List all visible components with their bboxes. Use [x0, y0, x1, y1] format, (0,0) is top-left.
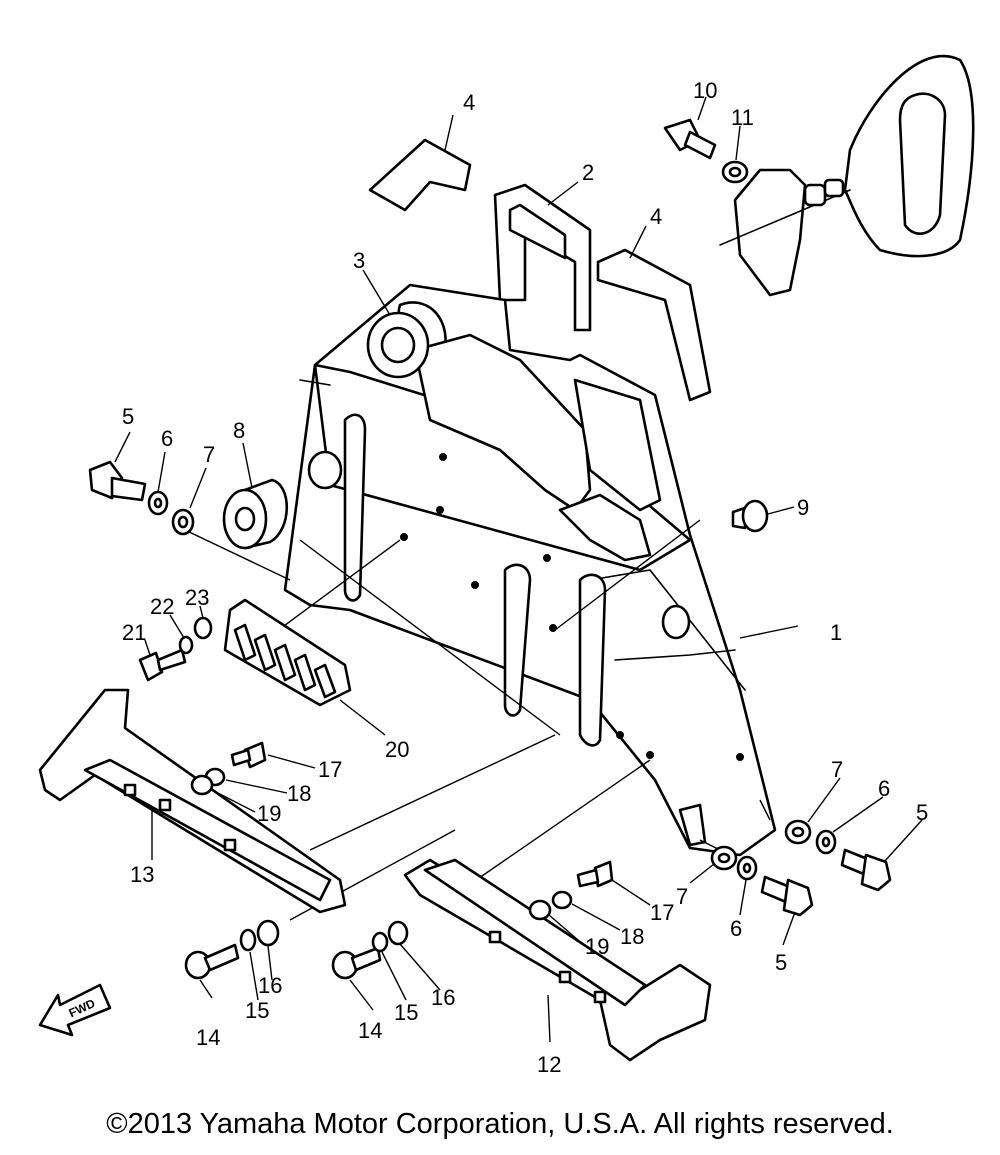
washer-7-left	[171, 508, 195, 536]
callout-13: 13	[130, 862, 154, 887]
washer-7-right-upper	[784, 819, 812, 845]
callout-19-left: 19	[257, 801, 281, 826]
alignment-lines	[184, 519, 771, 921]
bolt-5-right-upper	[840, 848, 892, 892]
washer-19-left	[190, 774, 214, 796]
bolt-10	[663, 118, 717, 160]
washer-19-right	[528, 899, 552, 921]
handle-assembly	[719, 54, 975, 297]
callout-labels: 1 2 3 4 4 5 6 7 8 9 10 11 12 13 14 14 15…	[122, 78, 928, 1077]
pin-9	[731, 499, 769, 533]
callout-8: 8	[233, 418, 245, 443]
callout-15-left: 15	[245, 998, 269, 1023]
handle-4-left	[368, 138, 472, 212]
handle-4-right	[596, 248, 712, 402]
rail-13	[38, 688, 347, 914]
washer-15-right	[371, 931, 389, 953]
washer-11	[721, 160, 749, 184]
callout-6-left: 6	[161, 426, 173, 451]
washer-6-right-upper	[815, 829, 837, 855]
callout-14-left: 14	[196, 1025, 220, 1050]
callout-20: 20	[385, 737, 409, 762]
bolt-5-right-lower	[760, 875, 814, 917]
callout-16-right: 16	[431, 985, 455, 1010]
washer-22	[178, 635, 194, 655]
callout-2: 2	[582, 160, 594, 185]
leader-lines	[114, 96, 923, 1043]
callout-15-right: 15	[394, 1000, 418, 1025]
callout-17-right: 17	[650, 900, 674, 925]
washer-15-left	[239, 928, 257, 952]
callout-18-left: 18	[287, 781, 311, 806]
bolt-14-right	[331, 946, 382, 980]
washer-18-right	[551, 890, 573, 910]
callout-11: 11	[731, 105, 754, 130]
callout-17-left: 17	[318, 757, 342, 782]
callout-18-right: 18	[620, 924, 644, 949]
bushing-3	[366, 311, 430, 379]
callout-16-left: 16	[258, 973, 282, 998]
bracket-2	[493, 183, 592, 332]
fwd-arrow-icon: FWD	[38, 983, 112, 1037]
bolt-17-right	[576, 860, 614, 888]
callout-21: 21	[122, 620, 146, 645]
callout-4-upper: 4	[463, 90, 475, 115]
callout-5-right-lower: 5	[775, 950, 787, 975]
callout-7-right-upper: 7	[831, 757, 843, 782]
bracket-body-1	[283, 283, 777, 857]
copyright-notice: ©2013 Yamaha Motor Corporation, U.S.A. A…	[106, 1108, 894, 1140]
callout-22: 22	[150, 594, 174, 619]
washer-7-right-lower	[710, 845, 738, 871]
washer-6-right-lower	[736, 855, 758, 881]
callout-1: 1	[830, 620, 842, 645]
callout-5-right-upper: 5	[916, 800, 928, 825]
screw-21	[138, 648, 187, 682]
callout-7-left: 7	[203, 442, 215, 467]
exploded-view-drawing: FWD	[38, 54, 975, 1077]
terminal-block-20	[223, 598, 352, 707]
callout-5-left: 5	[122, 404, 134, 429]
bolt-14-left	[184, 943, 240, 980]
bushing-8	[222, 478, 289, 550]
bolt-17-left	[230, 741, 267, 769]
callout-23: 23	[185, 585, 209, 610]
callout-10: 10	[693, 78, 717, 103]
callout-3: 3	[353, 248, 365, 273]
callout-14-right: 14	[358, 1018, 382, 1043]
bolt-5-left	[88, 460, 147, 502]
callout-7-right-lower: 7	[676, 884, 688, 909]
callout-6-right-lower: 6	[730, 916, 742, 941]
callout-12: 12	[537, 1052, 561, 1077]
callout-6-right-upper: 6	[878, 776, 890, 801]
nut-16-left	[256, 919, 280, 947]
nut-16-right	[387, 920, 409, 946]
callout-19-right: 19	[585, 934, 609, 959]
washer-23	[193, 616, 213, 640]
washer-6-left	[147, 490, 169, 516]
callout-4-right: 4	[650, 204, 662, 229]
callout-9: 9	[797, 495, 809, 520]
rail-12	[403, 858, 712, 1062]
